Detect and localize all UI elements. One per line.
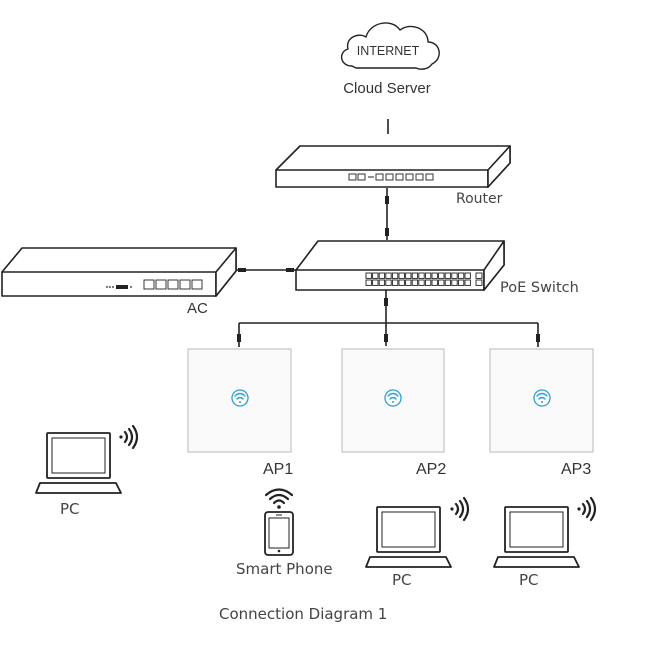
- laptop-icon: [493, 506, 580, 568]
- ap2-label: AP2: [416, 461, 446, 478]
- wifi-signal-icon: [119, 424, 139, 450]
- laptop-icon: [35, 432, 122, 494]
- switch-port: [424, 279, 432, 286]
- switch-port: [411, 279, 419, 286]
- wifi-panel-icon: [489, 348, 594, 453]
- wifi-panel-icon: [187, 348, 292, 453]
- switch-port: [391, 272, 399, 279]
- pc-middle-label: PC: [392, 571, 412, 589]
- pc-middle-node: PC: [365, 496, 470, 589]
- switch-port: [464, 272, 471, 279]
- ap1-node: AP1: [187, 348, 293, 478]
- router-to-switch-link: [385, 188, 389, 240]
- switch-port: [398, 279, 405, 286]
- switch-port: [424, 272, 432, 279]
- cloud-node: INTERNET Cloud Server: [341, 22, 440, 134]
- switch-port: [411, 272, 419, 279]
- switch-port: [444, 279, 452, 286]
- switch-port: [398, 272, 405, 279]
- pc-right-node: PC: [493, 496, 597, 589]
- switch-port: [391, 279, 399, 286]
- switch-port: [451, 272, 458, 279]
- poe-switch-node: PoE Switch: [295, 240, 579, 296]
- switch-port: [418, 279, 425, 286]
- switch-port: [378, 272, 386, 279]
- switch-port: [457, 272, 465, 279]
- pc-left-node: PC: [35, 424, 139, 518]
- ap3-node: AP3: [489, 348, 594, 478]
- wifi-signal-icon: [264, 488, 294, 509]
- switch-port: [365, 272, 372, 279]
- wifi-panel-icon: [341, 348, 445, 453]
- switch-port: [372, 272, 379, 279]
- ap1-label: AP1: [263, 461, 293, 478]
- switch-uplink-port: [475, 279, 483, 286]
- poe-switch-label: PoE Switch: [500, 280, 579, 296]
- switch-to-ap-links: [237, 290, 540, 347]
- ac-label: AC: [187, 300, 208, 317]
- switch-port: [464, 279, 471, 286]
- pc-left-label: PC: [60, 500, 80, 518]
- ac-to-switch-link: [236, 268, 296, 272]
- smartphone-icon: [264, 511, 294, 556]
- switch-port: [438, 272, 445, 279]
- smart-phone-label: Smart Phone: [236, 560, 333, 578]
- switch-port: [438, 279, 445, 286]
- switch-port: [444, 272, 452, 279]
- diagram-caption: Connection Diagram 1: [219, 605, 387, 623]
- switch-port: [385, 279, 392, 286]
- ap3-label: AP3: [561, 461, 591, 478]
- laptop-icon: [365, 506, 452, 568]
- switch-port: [385, 272, 392, 279]
- router-label: Router: [456, 191, 503, 207]
- router-icon: [275, 145, 511, 188]
- wifi-signal-icon: [577, 496, 597, 522]
- switch-port: [457, 279, 465, 286]
- switch-port: [405, 279, 412, 286]
- switch-port: [418, 272, 425, 279]
- switch-port: [365, 279, 372, 286]
- ap2-node: AP2: [341, 348, 446, 478]
- switch-port: [431, 272, 438, 279]
- wifi-signal-icon: [450, 496, 470, 522]
- switch-port: [451, 279, 458, 286]
- pc-right-label: PC: [519, 571, 539, 589]
- switch-port: [372, 279, 379, 286]
- switch-port: [378, 279, 386, 286]
- cloud-server-label: Cloud Server: [343, 80, 431, 97]
- smart-phone-node: Smart Phone: [236, 488, 333, 578]
- router-node: Router: [275, 145, 511, 207]
- switch-uplink-port: [475, 272, 483, 279]
- switch-icon: [295, 240, 505, 291]
- cloud-internet-label: INTERNET: [357, 44, 420, 58]
- ac-node: AC: [1, 247, 237, 317]
- cloud-icon: [341, 22, 440, 70]
- switch-port: [405, 272, 412, 279]
- switch-port: [431, 279, 438, 286]
- access-controller-icon: [1, 247, 237, 297]
